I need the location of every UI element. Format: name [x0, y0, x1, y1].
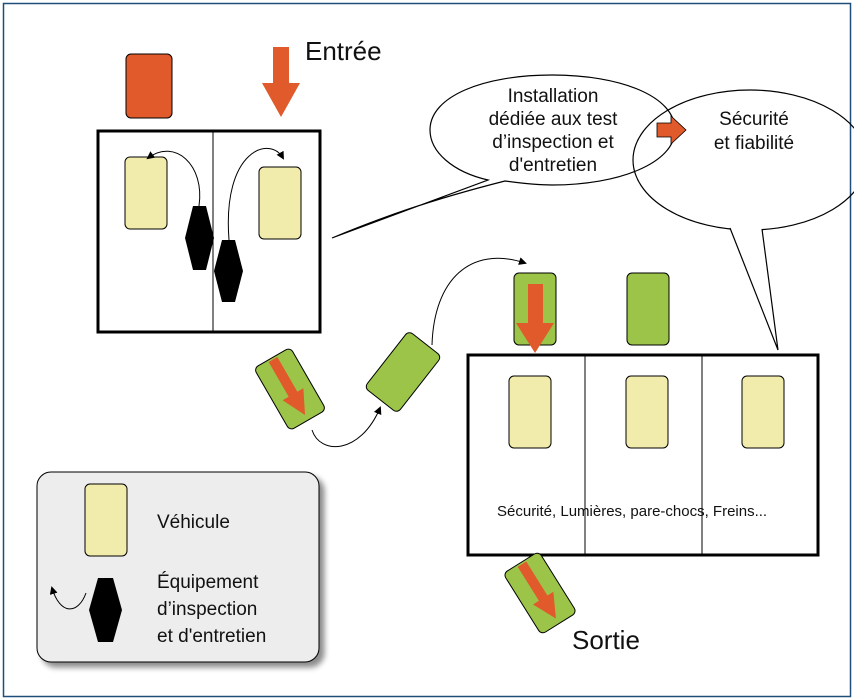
- vehicle-icon-red-waiting: [125, 53, 173, 119]
- equipment-reach-arrow-left: [146, 150, 201, 207]
- legend-equipment-label: Équipement d’inspection et d'entretien: [157, 569, 266, 650]
- vehicle-icon-lower-1: [508, 375, 552, 449]
- vehicle-icon-green-left: [255, 348, 325, 430]
- vehicle-icon-green-waiting: [626, 272, 670, 346]
- vehicle-icon-upper-left: [124, 156, 168, 230]
- entering-arrow-icon: [516, 284, 554, 353]
- vehicle-icon-green-middle: [365, 332, 441, 412]
- vehicle-icon-green-exiting: [504, 552, 576, 634]
- equipment-reach-arrow-right: [227, 148, 284, 241]
- legend-hexagon-equipment-icon: [89, 578, 122, 642]
- link-arrow-icon: [656, 115, 687, 145]
- securite-line-2: et fiabilité: [713, 133, 795, 154]
- legend-equipment-line-1: Équipement: [157, 572, 259, 593]
- installation-line-1: Installation: [507, 86, 599, 107]
- hexagon-equipment-icon-1: [185, 206, 214, 270]
- legend-vehicle-label: Véhicule: [157, 512, 230, 533]
- legend-vehicle-icon: [84, 483, 128, 557]
- installation-line-2: dédiée aux test: [488, 109, 618, 130]
- securite-line-1: Sécurité: [719, 109, 789, 130]
- vehicle-icon-upper-right: [258, 166, 302, 240]
- legend-equipment-line-2: d’inspection: [157, 599, 258, 620]
- vehicle-icon-lower-2: [625, 375, 669, 449]
- securite-bubble-tail: [729, 227, 779, 351]
- installation-bubble-text: Installation dédiée aux test d’inspectio…: [468, 85, 638, 177]
- installation-line-3: d’inspection et: [492, 132, 614, 153]
- path-arrow-lower: [311, 406, 382, 448]
- securite-bubble-text: Sécurité et fiabilité: [690, 108, 818, 156]
- sortie-label: Sortie: [572, 625, 640, 655]
- vehicle-icon-lower-3: [741, 375, 785, 449]
- lower-facility-caption: Sécurité, Lumières, pare-chocs, Freins..…: [497, 503, 768, 520]
- installation-line-4: d'entretien: [508, 155, 598, 176]
- entree-arrow-icon: [262, 47, 300, 117]
- entree-label: Entrée: [305, 36, 382, 66]
- path-arrow-upper: [431, 257, 527, 346]
- hexagon-equipment-icon-2: [214, 240, 243, 302]
- legend-equipment-line-3: et d'entretien: [157, 626, 267, 647]
- legend-equipment-arrow: [49, 586, 87, 610]
